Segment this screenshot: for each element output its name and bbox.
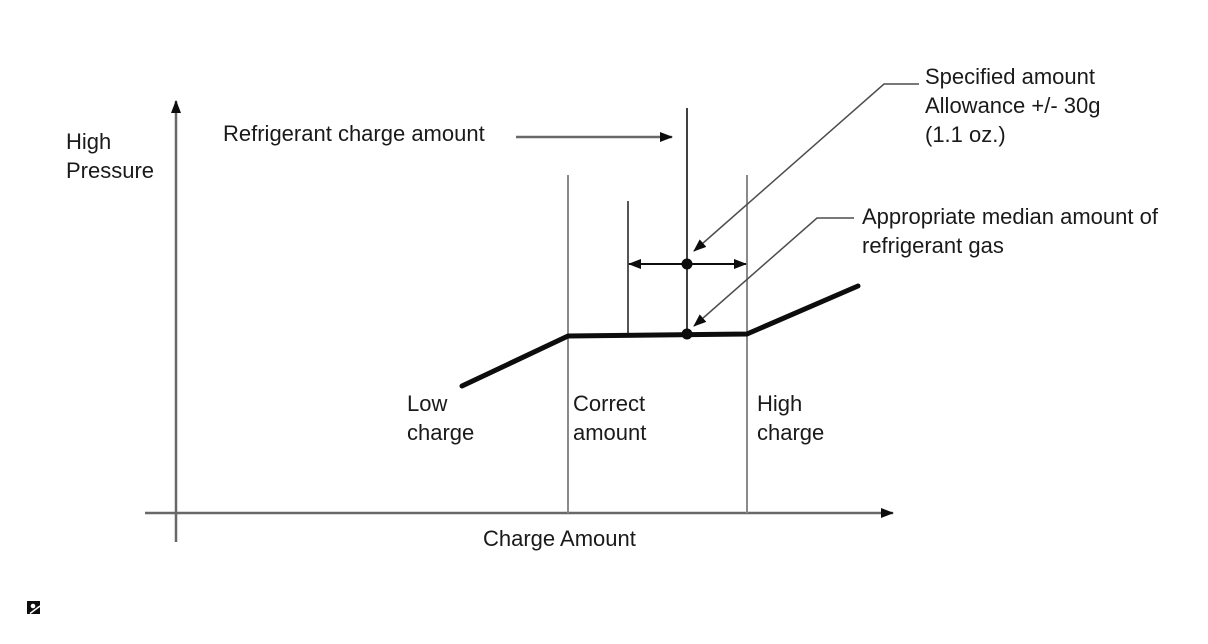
specified-amount-label-line2: Allowance +/- 30g xyxy=(925,93,1101,118)
zone-label-low-line1: Low xyxy=(407,391,447,416)
image-marker-icon xyxy=(27,601,41,615)
specified-amount-label-line1: Specified amount xyxy=(925,64,1095,89)
zone-label-low-line2: charge xyxy=(407,420,474,445)
specified-amount-leader-arrow xyxy=(693,83,919,252)
zone-label-high-line1: High xyxy=(757,391,802,416)
zone-label-correct-line2: amount xyxy=(573,420,646,445)
y-axis-label-line2: Pressure xyxy=(66,158,154,183)
specified-amount-point xyxy=(681,258,693,270)
median-amount-leader-arrow xyxy=(693,217,854,327)
median-amount-label-line1: Appropriate median amount of xyxy=(862,204,1159,229)
pressure-curve xyxy=(459,283,861,389)
zone-label-correct-line1: Correct xyxy=(573,391,645,416)
specified-amount-label-line3: (1.1 oz.) xyxy=(925,122,1006,147)
charge-pointer-label: Refrigerant charge amount xyxy=(223,121,485,146)
median-amount-point xyxy=(681,328,693,340)
zone-label-high-line2: charge xyxy=(757,420,824,445)
median-amount-label-line2: refrigerant gas xyxy=(862,233,1004,258)
y-axis-label-line1: High xyxy=(66,129,111,154)
x-axis-label: Charge Amount xyxy=(483,526,636,551)
